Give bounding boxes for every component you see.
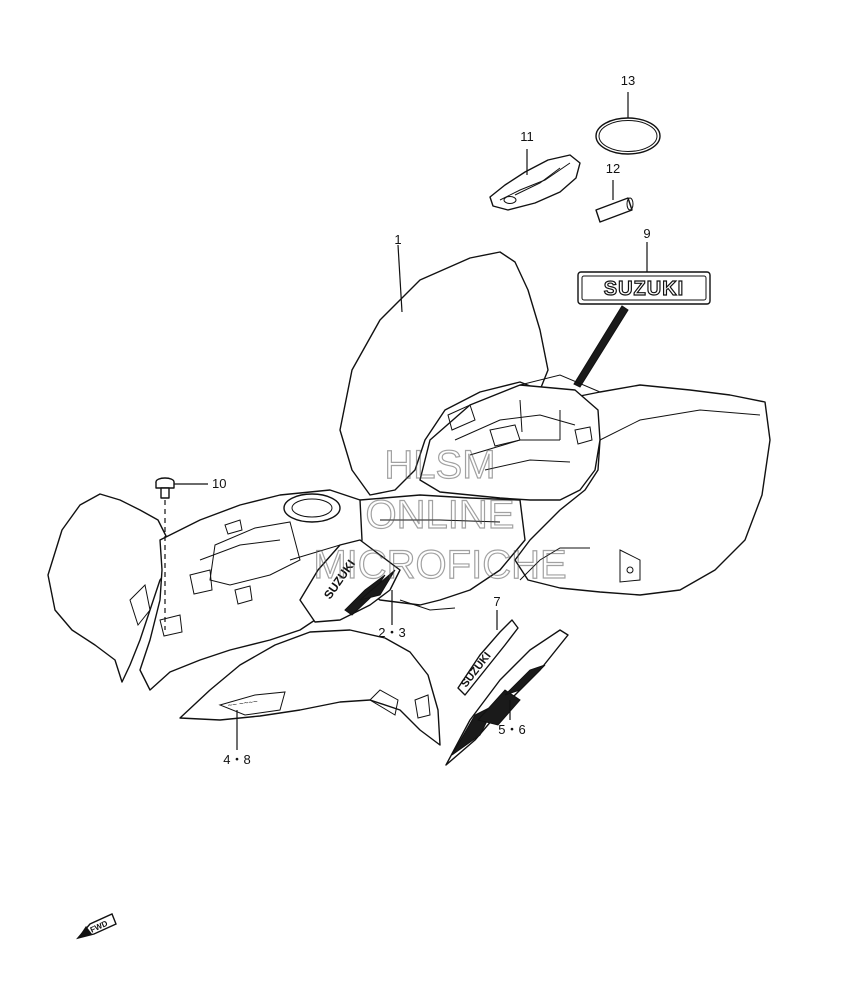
emblem-text: SUZUKI — [604, 278, 684, 300]
callout-12: 12 — [606, 161, 620, 176]
callout-13: 13 — [621, 73, 635, 88]
watermark-line2: ONLINE — [366, 493, 515, 537]
watermark: HLSM ONLINE MICROFICHE — [313, 442, 568, 587]
callout-10: 10 — [212, 476, 226, 491]
callout-7: 7 — [493, 594, 500, 609]
part-1-rear-fender — [329, 244, 771, 611]
part-9-emblem: SUZUKI — [573, 242, 711, 388]
callout-11: 11 — [520, 129, 534, 144]
callout-1: 1 — [394, 232, 401, 247]
part-13-ring — [595, 92, 661, 155]
callout-5-6: 5・6 — [498, 722, 525, 737]
decal-7-text: SUZUKI — [459, 650, 494, 690]
watermark-line1: HLSM — [384, 443, 495, 487]
callout-9: 9 — [643, 226, 650, 241]
svg-text:~~ ~~~~: ~~ ~~~~ — [227, 697, 259, 710]
part-11-cover — [489, 149, 581, 211]
front-fender: SUZUKI ~~ ~~~~ — [47, 489, 441, 750]
watermark-line3: MICROFICHE — [313, 543, 566, 587]
callout-2-3: 2・3 — [378, 625, 405, 640]
part-5-6-7-decals: SUZUKI — [445, 610, 569, 766]
part-10-bolt — [155, 477, 208, 630]
fwd-arrow-icon: FWD — [76, 913, 117, 940]
callout-4-8: 4・8 — [223, 752, 250, 767]
part-12-pin — [595, 180, 634, 223]
